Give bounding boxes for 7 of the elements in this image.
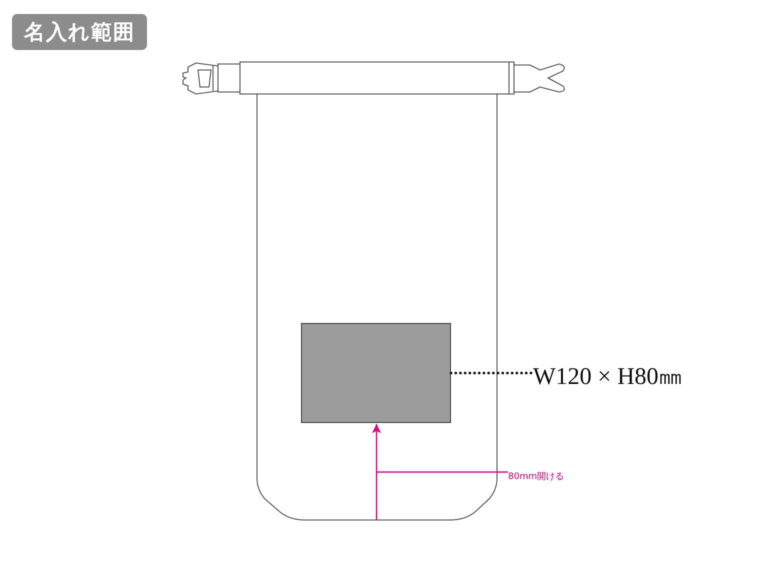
arrow bbox=[372, 424, 381, 520]
print-area-box bbox=[301, 323, 451, 423]
dotted-leader-line bbox=[450, 372, 534, 374]
margin-label: 80mm開ける bbox=[508, 472, 564, 482]
size-label: W120 × H80㎜ bbox=[533, 364, 683, 390]
leader-line bbox=[376, 471, 508, 473]
title-badge: 名入れ範囲 bbox=[12, 14, 147, 50]
